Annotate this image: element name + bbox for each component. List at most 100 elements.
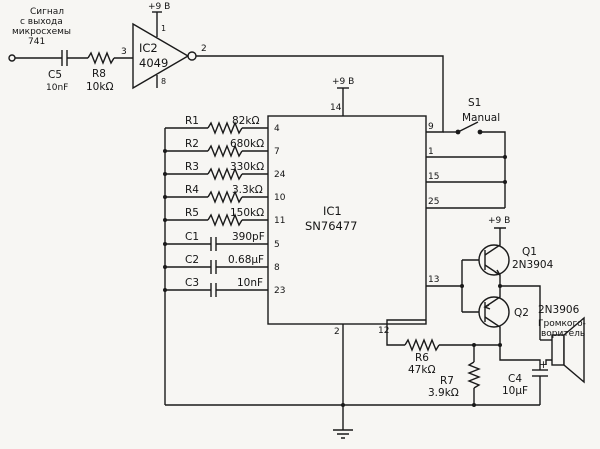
r5-value: 150kΩ	[230, 207, 264, 219]
ic2-pin-out: 2	[201, 44, 207, 54]
r4-value: 3.3kΩ	[232, 184, 263, 196]
junction-ground	[341, 403, 345, 407]
ic2-pin-vcc: 1	[161, 24, 166, 33]
resistor-r7: R7 3.9kΩ	[428, 345, 481, 405]
r8-value: 10kΩ	[86, 81, 113, 93]
input-label-line2: с выхода	[20, 17, 63, 27]
c1-value: 390pF	[232, 231, 265, 243]
ic1-pin-1: 1	[428, 147, 434, 157]
q1-supply: +9 В	[488, 216, 510, 226]
q1-part: 2N3904	[512, 259, 554, 271]
ic1-pin-23: 23	[274, 286, 285, 296]
capacitor-c2: C2 0.68μF 8	[165, 254, 280, 274]
ic1-pin-12: 12	[378, 326, 389, 336]
ic2-inverter: IC2 4049 +9 В 1 8	[132, 2, 197, 90]
ic1-pin-25: 25	[428, 197, 439, 207]
r5-ref: R5	[185, 207, 199, 219]
ic1-pin-14: 14	[330, 103, 342, 113]
c4-value: 10μF	[502, 385, 528, 397]
speaker-label-line2: воритель	[541, 329, 585, 339]
ic1-pin-4: 4	[274, 124, 280, 134]
ic1-pin-5: 5	[274, 240, 280, 250]
q2-part: 2N3906	[538, 304, 580, 316]
r7-ref: R7	[440, 375, 454, 387]
junction-emitters	[498, 284, 502, 288]
ic1-pin-24: 24	[274, 170, 286, 180]
transistor-q2: Q2 2N3906	[478, 286, 580, 345]
c3-value: 10nF	[237, 277, 263, 289]
resistor-r3: R3 330kΩ 24	[165, 161, 286, 181]
ic2-pin-gnd: 8	[161, 77, 166, 86]
ic1-pin-10: 10	[274, 193, 286, 203]
transistor-q1: Q1 2N3904	[478, 238, 554, 286]
ground-symbol	[333, 429, 353, 439]
resistor-r5: R5 150kΩ 11	[165, 207, 285, 227]
resistor-r2: R2 680kΩ 7	[165, 138, 280, 158]
ic1-supply: +9 В	[332, 77, 354, 87]
capacitor-c3: C3 10nF 23	[165, 277, 285, 297]
r3-value: 330kΩ	[230, 161, 264, 173]
r1-value: 82kΩ	[232, 115, 259, 127]
speaker-icon	[540, 316, 585, 384]
r2-value: 680kΩ	[230, 138, 264, 150]
r6-value: 47kΩ	[408, 364, 435, 376]
left-bus-junctions	[163, 149, 167, 292]
input-label: Сигнал с выхода микросхемы 741	[12, 7, 71, 47]
ic1-part: SN76477	[305, 219, 358, 233]
s1-ref: S1	[468, 97, 481, 109]
c5-ref: C5	[48, 69, 62, 81]
c2-value: 0.68μF	[228, 254, 264, 266]
resistor-r4: R4 3.3kΩ 10	[165, 184, 286, 204]
input-label-line1: Сигнал	[30, 7, 64, 17]
ic2-supply: +9 В	[148, 2, 170, 12]
input-label-line3: микросхемы	[12, 27, 71, 37]
capacitor-c4: + C4 10μF	[499, 345, 548, 405]
r2-ref: R2	[185, 138, 199, 150]
junction-s1-2	[503, 180, 507, 184]
wire-pin12	[386, 319, 426, 346]
r3-ref: R3	[185, 161, 199, 173]
wire-emitters-to-speaker	[500, 285, 541, 340]
junction-bases	[460, 284, 464, 288]
ic1-name: IC1	[323, 204, 342, 218]
c1-ref: C1	[185, 231, 199, 243]
speaker-label-line1: Громкого-	[538, 319, 586, 329]
r1-ref: R1	[185, 115, 199, 127]
ic2-name: IC2	[139, 41, 158, 55]
resistor-r1: R1 82kΩ 4	[165, 115, 280, 135]
ic1-pin-13: 13	[428, 275, 439, 285]
ic1-pin-9: 9	[428, 122, 434, 132]
q1-supply-wire	[494, 227, 506, 238]
s1-label: Manual	[462, 112, 500, 124]
capacitor-c1: C1 390pF 5	[165, 231, 280, 251]
ic2-pin-in: 3	[121, 47, 127, 57]
wire-base-stubs	[462, 259, 482, 313]
junction-s1-1	[503, 155, 507, 159]
ic1-pin-15: 15	[428, 172, 439, 182]
c5-value: 10nF	[46, 83, 68, 93]
ic1-pin-11: 11	[274, 216, 285, 226]
resistor-r8: R8 10kΩ	[86, 51, 115, 93]
q2-ref: Q2	[514, 307, 529, 319]
r8-ref: R8	[92, 68, 106, 80]
r4-ref: R4	[185, 184, 199, 196]
wire-s1-bus	[480, 131, 506, 208]
ic1-pin-2: 2	[334, 327, 340, 337]
s1-lever	[457, 121, 479, 133]
input-label-line4: 741	[28, 37, 45, 47]
r7-value: 3.9kΩ	[428, 387, 459, 399]
c3-ref: C3	[185, 277, 199, 289]
wire-ic2-to-pin9	[196, 55, 444, 133]
ic1-body	[267, 115, 427, 325]
resistor-r6: R6 47kΩ	[404, 338, 440, 376]
c4-ref: C4	[508, 373, 522, 385]
capacitor-c5: C5 10nF	[46, 50, 68, 93]
input-terminal	[8, 54, 16, 62]
q1-ref: Q1	[522, 246, 537, 258]
ic2-part: 4049	[139, 56, 168, 70]
r6-ref: R6	[415, 352, 429, 364]
ic1-pin-8: 8	[274, 263, 280, 273]
ic1-pin-7: 7	[274, 147, 280, 157]
c2-ref: C2	[185, 254, 199, 266]
